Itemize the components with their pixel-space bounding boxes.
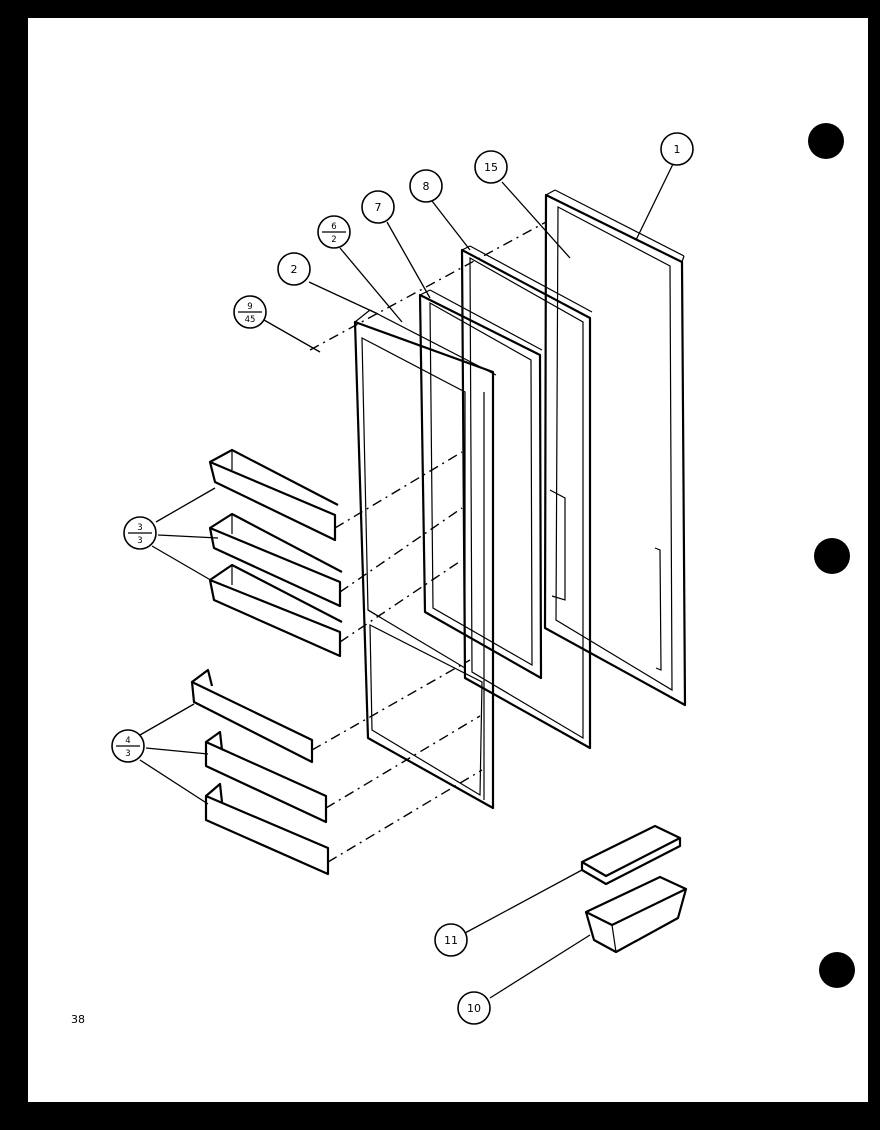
callout-9-45-top: 9 <box>247 302 252 312</box>
binder-hole-middle <box>814 538 850 574</box>
callout-2: 2 <box>277 252 311 286</box>
callout-15: 15 <box>474 150 508 184</box>
leader-lines <box>139 163 674 999</box>
callout-10: 10 <box>457 991 491 1025</box>
callout-11: 11 <box>434 923 468 957</box>
part-ice-bin-lid <box>580 824 682 886</box>
callout-1-label: 1 <box>674 143 681 156</box>
callout-4-3-bottom: 3 <box>125 749 130 759</box>
callout-3-3-bottom: 3 <box>137 536 142 546</box>
callout-9-45-bottom: 45 <box>245 315 256 325</box>
binder-hole-bottom <box>819 952 855 988</box>
callout-7-label: 7 <box>375 201 382 214</box>
callout-8: 8 <box>409 169 443 203</box>
part-door-shelf-lower-3 <box>204 782 330 876</box>
assembly-lines <box>309 221 547 863</box>
part-door-shelf-upper-1 <box>208 448 339 542</box>
paper <box>28 18 868 1102</box>
callout-15-label: 15 <box>484 161 498 174</box>
callout-9-45: 9 45 <box>233 295 267 329</box>
callout-1: 1 <box>660 132 694 166</box>
callout-11-label: 11 <box>444 934 458 947</box>
callout-4-3: 4 3 <box>111 729 145 763</box>
callout-6-2-top: 6 <box>331 222 336 232</box>
callout-6-2-bottom: 2 <box>331 235 336 245</box>
part-door-shelf-upper-3 <box>208 563 343 658</box>
callout-3-3-top: 3 <box>137 523 142 533</box>
part-ice-bin <box>584 875 688 954</box>
callout-8-label: 8 <box>423 180 430 193</box>
callout-2-label: 2 <box>291 263 298 276</box>
part-door-shelf-lower-2 <box>204 730 328 824</box>
callout-4-3-top: 4 <box>125 736 130 746</box>
binder-hole-top <box>808 123 844 159</box>
callout-3-3: 3 3 <box>123 516 157 550</box>
part-breaker-strip <box>418 289 543 680</box>
part-inner-door-liner <box>353 309 497 810</box>
part-door-shelf-upper-2 <box>208 512 343 608</box>
part-door-gasket <box>460 245 593 750</box>
page-number: 38 <box>71 1013 85 1026</box>
callout-10-label: 10 <box>467 1002 481 1015</box>
part-door-shelf-lower-1 <box>190 668 314 764</box>
callout-6-2: 6 2 <box>317 215 351 249</box>
callout-7: 7 <box>361 190 395 224</box>
